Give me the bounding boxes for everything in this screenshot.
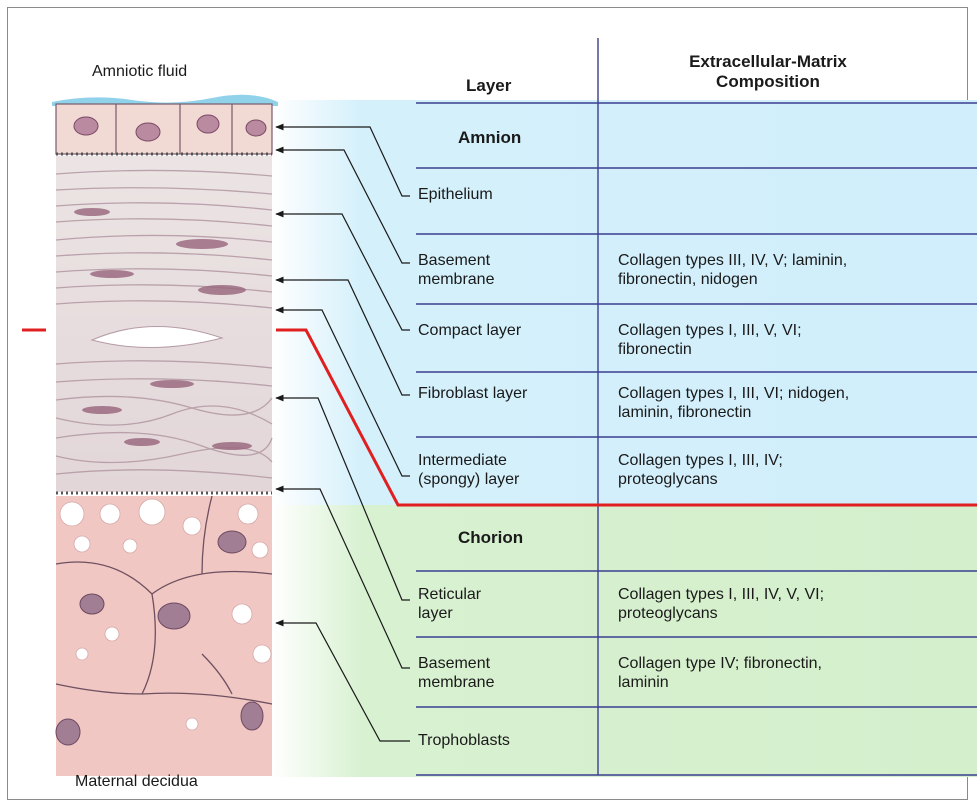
arrow-basement-membrane-amnion bbox=[276, 150, 410, 263]
arrow-epithelium bbox=[276, 127, 410, 196]
arrow-reticular bbox=[276, 398, 410, 600]
arrow-intermediate bbox=[276, 310, 410, 476]
arrow-compact bbox=[276, 214, 410, 330]
table-grid bbox=[416, 38, 977, 775]
amnion-chorion-divider bbox=[22, 330, 977, 505]
leader-arrows bbox=[276, 127, 410, 741]
arrow-fibroblast bbox=[276, 280, 410, 395]
arrow-basement-membrane-chorion bbox=[276, 489, 410, 668]
